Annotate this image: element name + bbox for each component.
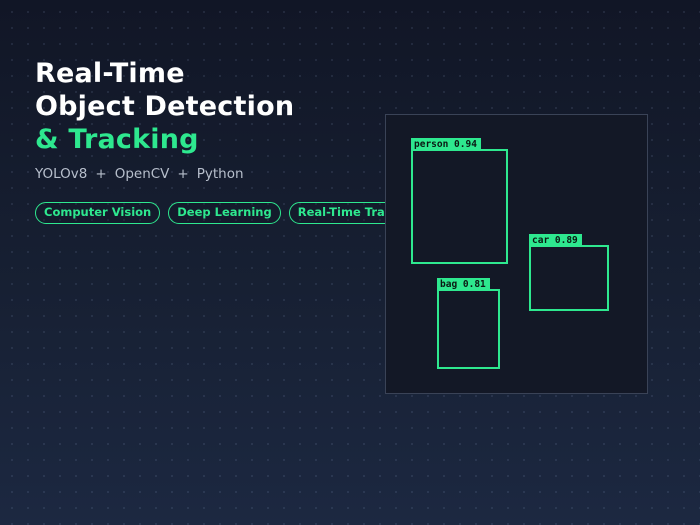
bounding-box-bag: bag 0.81: [437, 278, 500, 369]
tech-stack-line: YOLOv8 + OpenCV + Python: [35, 166, 244, 182]
tech-item-yolo: YOLOv8: [35, 166, 88, 182]
bbox-label-bag: bag 0.81: [437, 278, 490, 291]
bounding-box-car: car 0.89: [529, 234, 609, 311]
tag-list: Computer Vision Deep Learning Real-Time …: [35, 202, 429, 224]
title-line-1: Real-Time: [35, 58, 185, 89]
tech-item-opencv: OpenCV: [114, 166, 170, 182]
tech-separator: +: [177, 166, 189, 182]
tag-deep-learning: Deep Learning: [168, 202, 281, 224]
detection-frame: person 0.94 car 0.89 bag 0.81: [385, 114, 648, 394]
hero-title: Real-Time Object Detection & Tracking: [35, 57, 294, 156]
tech-item-python: Python: [196, 166, 244, 182]
bbox-label-car: car 0.89: [529, 234, 582, 247]
tag-computer-vision: Computer Vision: [35, 202, 161, 224]
bounding-box-person: person 0.94: [411, 138, 508, 264]
tech-separator: +: [95, 166, 107, 182]
bbox-label-person: person 0.94: [411, 138, 481, 151]
title-line-3: & Tracking: [35, 124, 199, 155]
title-line-2: Object Detection: [35, 91, 295, 122]
